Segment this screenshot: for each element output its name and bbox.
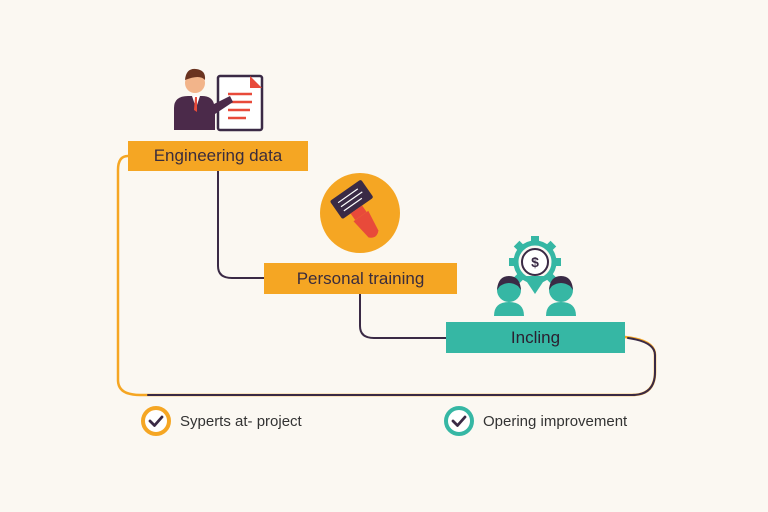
node-label: Incling: [510, 327, 561, 347]
legend-item-improvement: Opering improvement: [443, 405, 627, 437]
node-personal-training: Personal training: [264, 263, 457, 294]
presenter-document-icon: [174, 68, 264, 132]
node-engineering-data: Engineering data: [128, 141, 308, 171]
connector-1-2: [217, 170, 265, 279]
brush-icon: [320, 173, 400, 253]
svg-text:$: $: [531, 254, 539, 270]
outer-loop-connector-dark: [147, 337, 656, 396]
gear-dollar-team-icon: $: [494, 236, 576, 316]
legend-label: Opering improvement: [483, 412, 628, 430]
connector-2-3: [359, 293, 447, 339]
node-incling: Incling: [446, 322, 625, 353]
node-label: Personal training: [296, 268, 425, 288]
node-label: Engineering data: [153, 146, 283, 165]
teal-check-icon: [444, 406, 474, 436]
legend-item-experts: Syperts at- project: [140, 405, 302, 437]
orange-check-icon: [141, 406, 171, 436]
connectors: [116, 154, 657, 397]
legend-label: Syperts at- project: [180, 412, 302, 430]
